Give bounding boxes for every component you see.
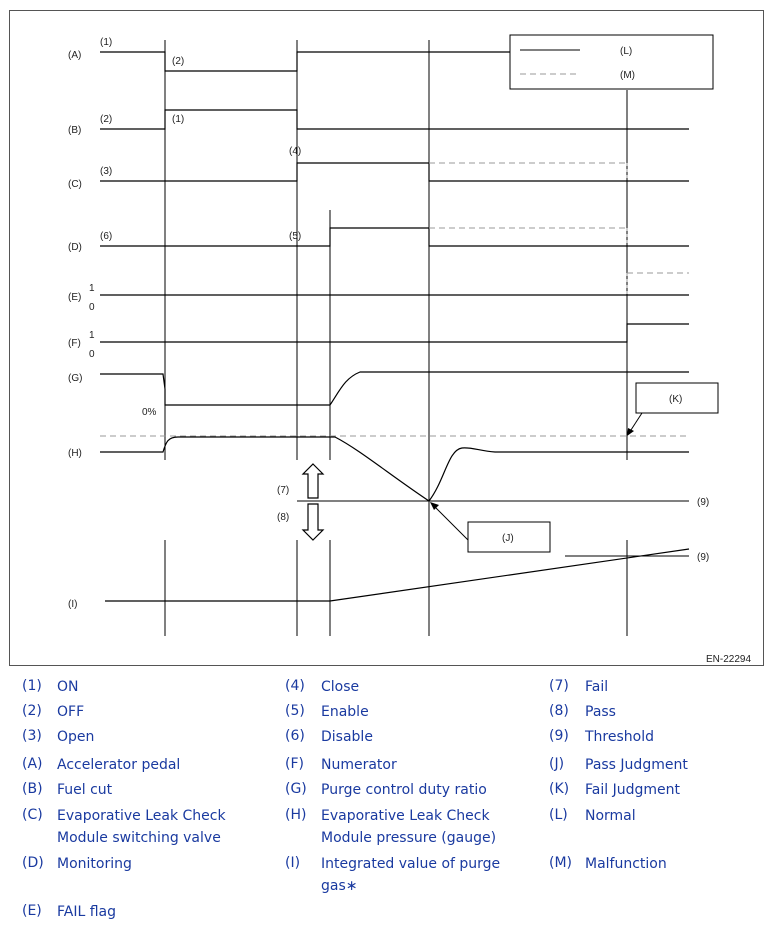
b-off-label: (2): [100, 114, 112, 125]
legend-value: Purge control duty ratio: [321, 782, 487, 798]
legend-value: Pass Judgment: [585, 757, 688, 773]
legend-value: Disable: [321, 729, 373, 745]
legend-key: (B): [22, 781, 43, 797]
signal-trace-d: [100, 227, 689, 247]
signal-label-c: (C): [68, 179, 82, 190]
e-one-label: 1: [89, 283, 95, 294]
h-threshold-label: (9): [697, 497, 709, 508]
d-enable-label: (5): [289, 231, 301, 242]
figure-code: EN-22294: [706, 654, 751, 665]
legend-value: Open: [57, 729, 95, 745]
fail-label: (7): [277, 485, 289, 496]
pass-judgment-pointer: [433, 505, 469, 541]
signal-label-b: (B): [68, 125, 81, 136]
signal-trace-i: [105, 548, 690, 602]
legend-key: (L): [549, 807, 568, 823]
legend-value: OFF: [57, 704, 85, 720]
legend-key: (G): [285, 781, 307, 797]
legend-value: Numerator: [321, 757, 397, 773]
signal-label-g: (G): [68, 373, 82, 384]
legend-value: Threshold: [585, 729, 654, 745]
signal-trace-c: [100, 162, 689, 182]
legend-value: Malfunction: [585, 856, 667, 872]
legend-key: (7): [549, 678, 569, 694]
legend-value: Fail Judgment: [585, 782, 680, 798]
pass-label: (8): [277, 512, 289, 523]
b-on-label: (1): [172, 114, 184, 125]
legend-value: Close: [321, 679, 360, 695]
legend-normal-label: (L): [620, 46, 632, 57]
g-zero-percent-label: 0%: [142, 407, 157, 418]
signal-label-e: (E): [68, 292, 81, 303]
legend-key: (I): [285, 855, 301, 871]
legend-key: (H): [285, 807, 307, 823]
legend-key: (8): [549, 703, 569, 719]
pass-judgment-label: (J): [502, 533, 514, 544]
fail-judgment-arrowhead: [627, 428, 634, 436]
line-style-legend-box: [509, 34, 714, 90]
signal-trace-h: [100, 436, 689, 502]
legend-key: (3): [22, 728, 42, 744]
e-zero-label: 0: [89, 302, 95, 313]
legend-value: Monitoring: [57, 856, 132, 872]
legend-key: (4): [285, 678, 305, 694]
legend-value: Evaporative Leak Check Module pressure (…: [321, 808, 497, 846]
signal-trace-b: [100, 109, 689, 130]
pass-direction-arrow: [301, 503, 325, 541]
legend-key: (A): [22, 756, 43, 772]
pass-judgment-box: [467, 521, 551, 553]
legend-key: (9): [549, 728, 569, 744]
legend-value: Accelerator pedal: [57, 757, 181, 773]
i-threshold-label: (9): [697, 552, 709, 563]
signal-label-h: (H): [68, 448, 82, 459]
legend-value: Evaporative Leak Check Module switching …: [57, 808, 226, 846]
f-one-label: 1: [89, 330, 95, 341]
legend-value: Integrated value of purge gas∗: [321, 856, 501, 894]
legend-malfunction-label: (M): [620, 70, 635, 81]
fail-judgment-label: (K): [669, 394, 682, 405]
legend-value: Fail: [585, 679, 609, 695]
signal-trace-g: [100, 371, 689, 406]
legend-key: (J): [549, 756, 565, 772]
signal-trace-a: [100, 51, 510, 72]
signal-labels: (A) (B) (C) (D) (E) (F) (G) (H) (I): [68, 50, 82, 610]
legend-key: (K): [549, 781, 570, 797]
signal-trace-f: [100, 323, 689, 343]
legend-key: (2): [22, 703, 42, 719]
legend-key: (M): [549, 855, 573, 871]
signal-label-a: (A): [68, 50, 81, 61]
c-open-label: (3): [100, 166, 112, 177]
fail-direction-arrow: [301, 463, 325, 499]
legend-value: Enable: [321, 704, 369, 720]
legend-value: Pass: [585, 704, 616, 720]
legend-value: Fuel cut: [57, 782, 113, 798]
legend-key: (F): [285, 756, 304, 772]
legend-key: (C): [22, 807, 43, 823]
legend-key: (D): [22, 855, 44, 871]
a-on-label: (1): [100, 37, 112, 48]
signal-label-i: (I): [68, 599, 77, 610]
c-close-label: (4): [289, 146, 301, 157]
legend-key: (6): [285, 728, 305, 744]
legend-value: ON: [57, 679, 79, 695]
legend-value: FAIL flag: [57, 904, 117, 920]
timing-diagram-frame: [9, 10, 764, 666]
f-zero-label: 0: [89, 349, 95, 360]
legend-key: (E): [22, 903, 42, 919]
pass-judgment-arrowhead: [430, 502, 439, 510]
fail-judgment-box: [635, 382, 719, 414]
legend-value: Normal: [585, 808, 636, 824]
d-disable-label: (6): [100, 231, 112, 242]
signal-label-d: (D): [68, 242, 82, 253]
a-off-label: (2): [172, 56, 184, 67]
legend-key: (5): [285, 703, 305, 719]
signal-label-f: (F): [68, 338, 81, 349]
legend-key: (1): [22, 678, 42, 694]
